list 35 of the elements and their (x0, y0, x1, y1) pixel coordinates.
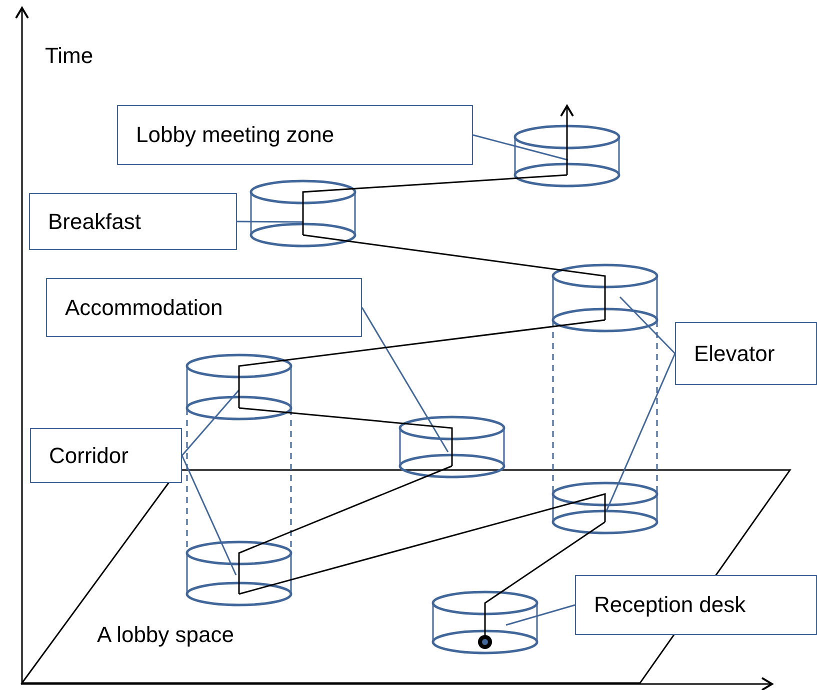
path-line (238, 319, 606, 408)
cylinder (184, 539, 294, 608)
callout-box: Breakfast (29, 193, 237, 250)
path-line (238, 493, 606, 595)
axis-label: Time (45, 43, 94, 69)
path-line (238, 465, 452, 594)
leader-line (237, 220, 303, 223)
callout-box: Accommodation (46, 278, 362, 337)
leader-line (181, 390, 240, 456)
dashed-guide-line (552, 320, 658, 495)
callout-box: Reception desk (575, 575, 817, 635)
dashed-guide-line (186, 408, 292, 554)
cylinder (550, 480, 660, 536)
path-line (560, 105, 574, 175)
floor-plane (20, 468, 792, 685)
leader-line (605, 353, 676, 512)
leader-line (181, 455, 237, 576)
cylinder (397, 414, 507, 480)
path-line (238, 407, 453, 466)
cylinder (512, 123, 622, 189)
callout-box: Corridor (30, 428, 182, 483)
path-line (302, 234, 606, 320)
cylinder (184, 352, 294, 422)
leader-line (619, 296, 676, 354)
path-line (478, 521, 606, 649)
callout-box: Lobby meeting zone (117, 105, 473, 165)
callout-box: Elevator (675, 322, 817, 385)
leader-line (472, 134, 568, 161)
leader-line (506, 604, 576, 626)
cylinder (550, 262, 660, 334)
path-line (302, 174, 568, 235)
plane-label: A lobby space (97, 622, 234, 648)
cylinder (248, 178, 358, 249)
cylinder (430, 589, 540, 656)
leader-line (361, 307, 449, 452)
